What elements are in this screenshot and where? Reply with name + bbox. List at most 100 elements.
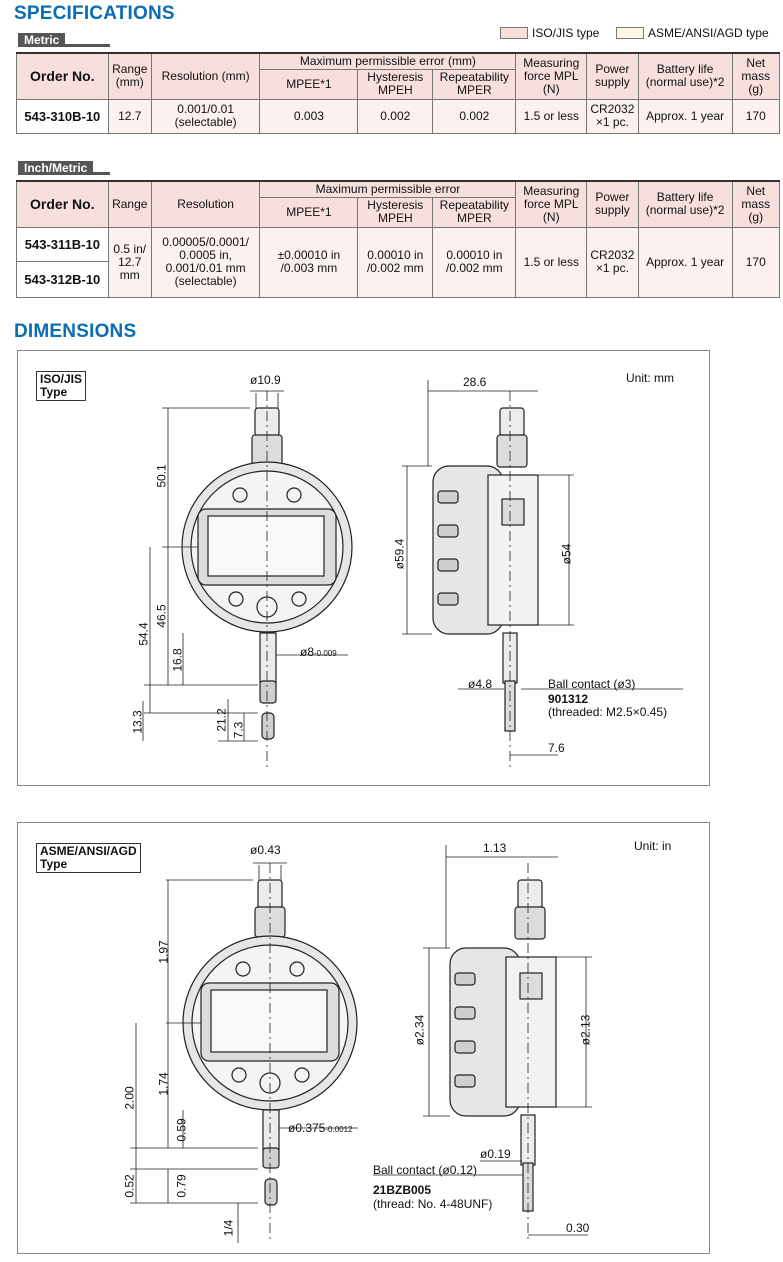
asme-thread: (thread: No. 4-48UNF) bbox=[373, 1197, 493, 1211]
iso-ball-contact: Ball contact (ø3) bbox=[548, 677, 636, 691]
repeatability-cell: 0.00010 in /0.002 mm bbox=[432, 226, 517, 298]
asme-dim-stem-top: ø0.43 bbox=[250, 843, 281, 857]
asme-dim-stem: ø0.375-0.0012 bbox=[288, 1121, 353, 1135]
battery-cell: Approx. 1 year bbox=[637, 98, 733, 134]
table-row: 543-312B-10 bbox=[16, 260, 780, 298]
asme-dim-width: 1.13 bbox=[483, 841, 507, 855]
force-cell: 1.5 or less bbox=[515, 98, 588, 134]
iso-dim-stem: ø8-0.009 bbox=[300, 645, 337, 659]
header-repeatability: Repeatability MPER bbox=[432, 68, 517, 100]
hysteresis-cell: 0.00010 in /0.002 mm bbox=[357, 226, 434, 298]
legend-asme: ASME/ANSI/AGD type bbox=[616, 26, 769, 40]
iso-type-line1: ISO/JIS bbox=[40, 372, 83, 386]
repeatability-cell: 0.002 bbox=[432, 98, 517, 134]
header-hysteresis: Hysteresis MPEH bbox=[357, 68, 434, 100]
mpe-cell: ±0.00010 in /0.003 mm bbox=[259, 226, 359, 298]
asme-drawing bbox=[130, 845, 592, 1243]
battery-cell: Approx. 1 year bbox=[637, 226, 733, 298]
header-power-supply: Power supply bbox=[586, 180, 639, 228]
order-no-cell: 543-312B-10 bbox=[16, 260, 109, 298]
header-measuring-force: Measuring force MPL (N) bbox=[515, 180, 588, 228]
header-resolution: Resolution bbox=[150, 180, 261, 228]
asme-dim-234: ø2.34 bbox=[412, 1014, 427, 1046]
iso-dim-54: 54.4 bbox=[136, 622, 151, 646]
resolution-cell: 0.00005/0.0001/ 0.0005 in, 0.001/0.01 mm… bbox=[150, 226, 261, 298]
header-power-supply: Power supply bbox=[586, 52, 639, 100]
header-hysteresis: Hysteresis MPEH bbox=[357, 196, 434, 228]
specifications-title: SPECIFICATIONS bbox=[14, 3, 175, 24]
asme-dim-174: 1.74 bbox=[156, 1072, 171, 1096]
header-repeatability: Repeatability MPER bbox=[432, 196, 517, 228]
header-mpe-group: Maximum permissible error bbox=[259, 180, 517, 198]
iso-dim-7: 7.3 bbox=[231, 721, 246, 739]
order-no-cell: 543-311B-10 bbox=[16, 226, 109, 262]
metric-subhead-underline bbox=[18, 44, 110, 47]
resolution-cell: 0.001/0.01 (selectable) bbox=[150, 98, 261, 134]
iso-part-number: 901312 bbox=[548, 692, 589, 706]
iso-dim-16: 16.8 bbox=[170, 648, 185, 672]
asme-dimension-panel: ASME/ANSI/AGD Type Unit: in ø0.43 1.13 1… bbox=[17, 822, 710, 1254]
iso-thread: (threaded: M2.5×0.45) bbox=[548, 705, 668, 719]
asme-dim-059: 0.59 bbox=[174, 1118, 189, 1142]
iso-dim-tip: 7.6 bbox=[548, 741, 565, 755]
asme-dim-052: 0.52 bbox=[122, 1174, 137, 1198]
iso-dim-50: 50.1 bbox=[154, 464, 169, 488]
header-battery-life: Battery life (normal use)*2 bbox=[637, 180, 733, 228]
asme-dim-14: 1/4 bbox=[221, 1219, 236, 1237]
asme-dim-019: ø0.19 bbox=[480, 1147, 511, 1161]
power-cell: CR2032 ×1 pc. bbox=[586, 98, 639, 134]
iso-dim-13: 13.3 bbox=[130, 710, 145, 734]
header-range: Range bbox=[107, 180, 152, 228]
dimensions-title: DIMENSIONS bbox=[14, 321, 137, 342]
asme-dim-200: 2.00 bbox=[122, 1086, 137, 1110]
mass-cell: 170 bbox=[731, 226, 780, 298]
header-net-mass: Net mass (g) bbox=[731, 180, 780, 228]
iso-unit-label: Unit: mm bbox=[626, 371, 674, 385]
legend-asme-label: ASME/ANSI/AGD type bbox=[648, 26, 769, 40]
asme-type-box: ASME/ANSI/AGD Type bbox=[36, 843, 141, 873]
iso-dimension-panel: ISO/JIS Type Unit: mm ø10.9 28.6 50.1 46… bbox=[17, 350, 710, 786]
iso-dim-59: ø59.4 bbox=[392, 538, 407, 570]
header-measuring-force: Measuring force MPL (N) bbox=[515, 52, 588, 100]
table-row: 543-310B-10 12.7 0.001/0.01 (selectable)… bbox=[16, 98, 780, 134]
iso-dim-21: 21.2 bbox=[214, 708, 229, 732]
power-cell: CR2032 ×1 pc. bbox=[586, 226, 639, 298]
header-order-no: Order No. bbox=[16, 180, 109, 228]
iso-dim-4: ø4.8 bbox=[468, 677, 493, 691]
legend-iso-swatch bbox=[500, 27, 528, 39]
asme-dim-079: 0.79 bbox=[174, 1174, 189, 1198]
iso-type-line2: Type bbox=[40, 385, 68, 399]
legend-iso-label: ISO/JIS type bbox=[532, 26, 600, 40]
legend-asme-swatch bbox=[616, 27, 644, 39]
header-battery-life: Battery life (normal use)*2 bbox=[637, 52, 733, 100]
asme-ball-contact: Ball contact (ø0.12) bbox=[373, 1163, 478, 1177]
asme-dim-tip: 0.30 bbox=[566, 1221, 590, 1235]
asme-type-line2: Type bbox=[40, 857, 68, 871]
table-row: 543-311B-10 0.5 in/ 12.7 mm 0.00005/0.00… bbox=[16, 226, 780, 298]
legend-iso: ISO/JIS type bbox=[500, 26, 599, 40]
iso-type-box: ISO/JIS Type bbox=[36, 371, 87, 401]
iso-dim-width: 28.6 bbox=[463, 375, 487, 389]
hysteresis-cell: 0.002 bbox=[357, 98, 434, 134]
inch-spec-table: Order No. Range Resolution Maximum permi… bbox=[16, 180, 780, 298]
mpe-cell: 0.003 bbox=[259, 98, 359, 134]
force-cell: 1.5 or less bbox=[515, 226, 588, 298]
header-resolution: Resolution (mm) bbox=[150, 52, 261, 100]
iso-dim-46: 46.5 bbox=[154, 604, 169, 628]
asme-unit-label: Unit: in bbox=[634, 839, 672, 853]
asme-type-line1: ASME/ANSI/AGD bbox=[40, 844, 137, 858]
mass-cell: 170 bbox=[731, 98, 780, 134]
asme-dim-stem-value: ø0.375 bbox=[288, 1121, 326, 1135]
order-no-cell: 543-310B-10 bbox=[16, 98, 109, 134]
asme-dim-213: ø2.13 bbox=[578, 1014, 593, 1046]
iso-dim-stem-top: ø10.9 bbox=[250, 373, 281, 387]
metric-spec-table: Order No. Range (mm) Resolution (mm) Max… bbox=[16, 52, 780, 134]
inch-subhead: Inch/Metric bbox=[18, 161, 94, 175]
asme-dim-stem-tol: -0.0012 bbox=[325, 1125, 353, 1134]
inch-subhead-underline bbox=[18, 172, 110, 175]
iso-dim-stem-tol: -0.009 bbox=[314, 649, 337, 658]
asme-part-number: 21BZB005 bbox=[373, 1183, 432, 1197]
header-mpe-group: Maximum permissible error (mm) bbox=[259, 52, 517, 70]
header-net-mass: Net mass (g) bbox=[731, 52, 780, 100]
header-range: Range (mm) bbox=[107, 52, 152, 100]
